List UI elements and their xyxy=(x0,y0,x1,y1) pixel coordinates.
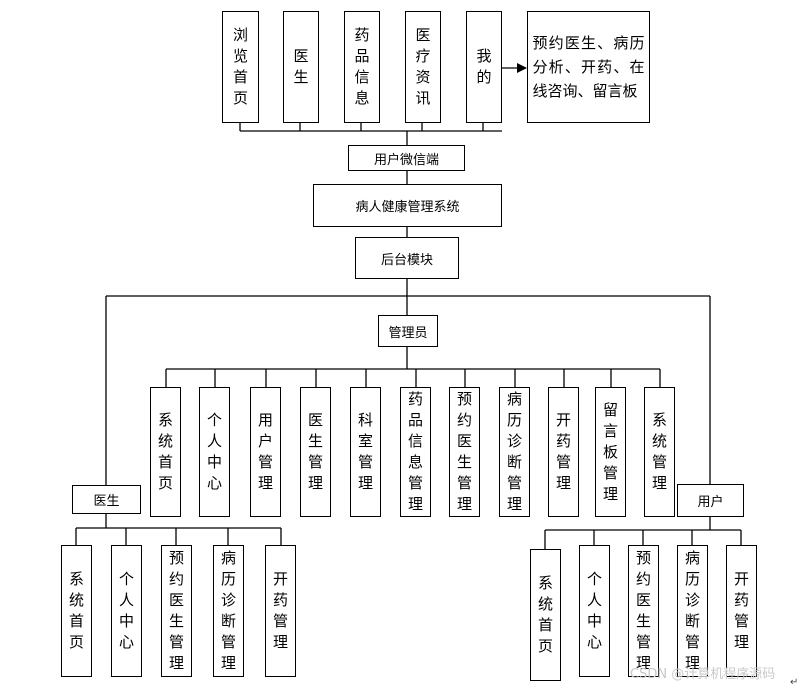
user-module-label: 预约医生管理 xyxy=(635,549,651,672)
admin-module-label: 预约医生管理 xyxy=(456,390,472,513)
user-module-label: 病历诊断管理 xyxy=(684,549,700,672)
user-module: 开药管理 xyxy=(726,545,757,677)
admin-module-label: 个人中心 xyxy=(206,411,222,492)
doctor-module-label: 预约医生管理 xyxy=(168,549,184,672)
client-tab-mine-label: 我的 xyxy=(476,47,492,86)
admin-label: 管理员 xyxy=(388,325,428,341)
admin-module: 系统管理 xyxy=(644,387,675,517)
admin-module-label: 用户管理 xyxy=(257,411,273,492)
user-module-label: 开药管理 xyxy=(733,570,749,651)
user-module: 病历诊断管理 xyxy=(677,545,708,677)
user-label: 用户 xyxy=(697,495,724,510)
admin-module: 药品信息管理 xyxy=(400,387,431,517)
client-wechat-label: 用户微信端 xyxy=(373,152,439,168)
client-tab-drug-info-label: 药品信息 xyxy=(354,26,370,107)
admin-module: 个人中心 xyxy=(199,387,230,517)
admin-module-label: 医生管理 xyxy=(307,411,323,492)
admin-module: 留言板管理 xyxy=(595,387,626,517)
csdn-watermark: CSDN @计算机程序源码 xyxy=(630,667,776,682)
doctor-module: 个人中心 xyxy=(111,545,142,677)
client-tab-doctor: 医生 xyxy=(283,11,319,123)
doctor-box: 医生 xyxy=(72,485,141,514)
admin-module-label: 科室管理 xyxy=(357,411,373,492)
doctor-module-label: 系统首页 xyxy=(68,570,84,651)
user-module: 个人中心 xyxy=(579,545,610,677)
client-wechat-box: 用户微信端 xyxy=(348,145,465,171)
admin-module: 系统首页 xyxy=(150,387,181,517)
client-tab-drug-info: 药品信息 xyxy=(344,11,380,123)
user-module: 系统首页 xyxy=(530,549,561,681)
admin-module: 病历诊断管理 xyxy=(499,387,530,517)
doctor-module: 系统首页 xyxy=(61,545,92,677)
doctor-label: 医生 xyxy=(93,494,120,509)
admin-module-label: 病历诊断管理 xyxy=(506,390,522,513)
admin-module-label: 系统管理 xyxy=(651,411,667,492)
admin-module: 医生管理 xyxy=(300,387,331,517)
my-functions-label: 预约医生、病历分析、开药、在线咨询、留言板 xyxy=(532,34,645,100)
client-tab-home: 浏览首页 xyxy=(222,11,259,123)
doctor-module-label: 开药管理 xyxy=(272,570,288,651)
doctor-module-label: 病历诊断管理 xyxy=(220,549,236,672)
user-module-label: 系统首页 xyxy=(537,574,553,655)
doctor-module: 开药管理 xyxy=(265,545,296,677)
system-box: 病人健康管理系统 xyxy=(313,184,502,227)
client-tab-medical-news: 医疗资讯 xyxy=(405,11,441,123)
client-tab-home-label: 浏览首页 xyxy=(232,26,248,107)
admin-module-label: 系统首页 xyxy=(157,411,173,492)
backend-box: 后台模块 xyxy=(355,237,459,279)
doctor-module: 预约医生管理 xyxy=(161,545,192,677)
admin-box: 管理员 xyxy=(378,315,438,347)
backend-label: 后台模块 xyxy=(380,252,433,268)
paragraph-mark-icon: ↵ xyxy=(790,677,799,688)
my-functions-box: 预约医生、病历分析、开药、在线咨询、留言板 xyxy=(527,11,650,123)
client-tab-mine: 我的 xyxy=(466,11,502,123)
admin-module: 用户管理 xyxy=(250,387,281,517)
admin-module-label: 开药管理 xyxy=(555,411,571,492)
client-tab-doctor-label: 医生 xyxy=(293,47,309,86)
admin-module: 科室管理 xyxy=(350,387,381,517)
system-label: 病人健康管理系统 xyxy=(355,200,460,215)
admin-module-label: 留言板管理 xyxy=(602,400,618,503)
doctor-module-label: 个人中心 xyxy=(118,570,134,651)
doctor-module: 病历诊断管理 xyxy=(213,545,244,677)
admin-module: 预约医生管理 xyxy=(449,387,480,517)
user-module: 预约医生管理 xyxy=(628,545,659,677)
user-box: 用户 xyxy=(677,484,744,517)
admin-module: 开药管理 xyxy=(548,387,579,517)
user-module-label: 个人中心 xyxy=(586,570,602,651)
client-tab-medical-news-label: 医疗资讯 xyxy=(415,26,431,107)
admin-module-label: 药品信息管理 xyxy=(407,390,423,513)
